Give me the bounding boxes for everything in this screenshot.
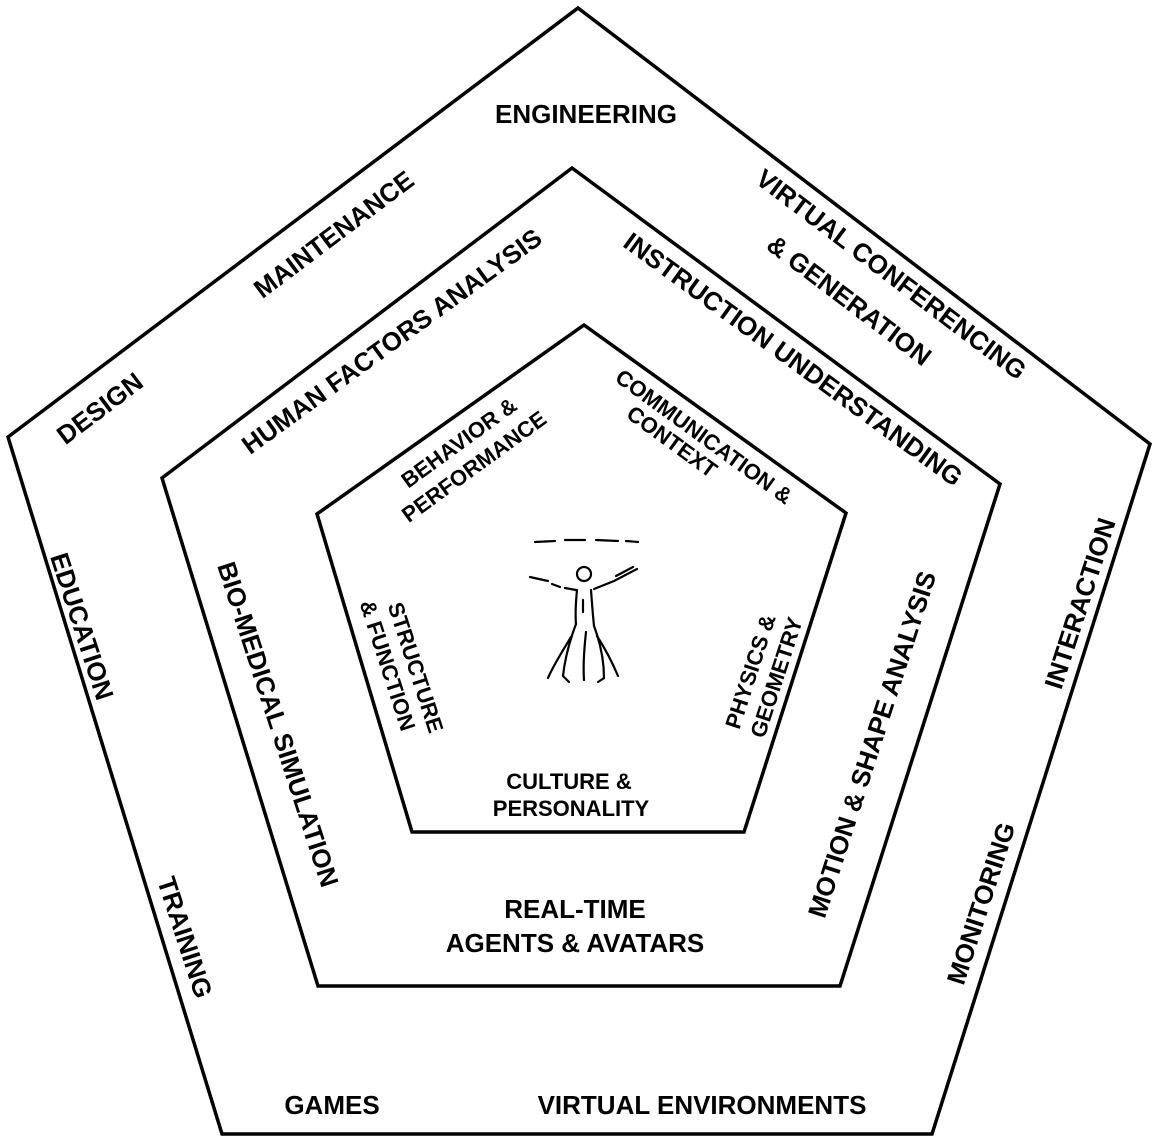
label-real-time: REAL-TIME [504,894,646,924]
label-engineering: ENGINEERING [495,99,677,129]
label-culture: CULTURE & [506,769,632,794]
label-motion-shape: MOTION & SHAPE ANALYSIS [802,568,942,922]
label-bio-medical: BIO-MEDICAL SIMULATION [211,558,345,891]
label-personality: PERSONALITY [493,796,650,821]
label-design: DESIGN [51,366,149,450]
label-virtual-environments: VIRTUAL ENVIRONMENTS [538,1090,867,1120]
human-figure-icon [530,540,638,682]
label-games: GAMES [284,1090,379,1120]
inner-pentagon [317,325,846,832]
label-maintenance: MAINTENANCE [248,165,419,305]
label-monitoring: MONITORING [941,819,1022,989]
label-communication: COMMUNICATION & [611,364,797,509]
middle-pentagon [162,168,1000,986]
label-agents-avatars: AGENTS & AVATARS [446,928,705,958]
